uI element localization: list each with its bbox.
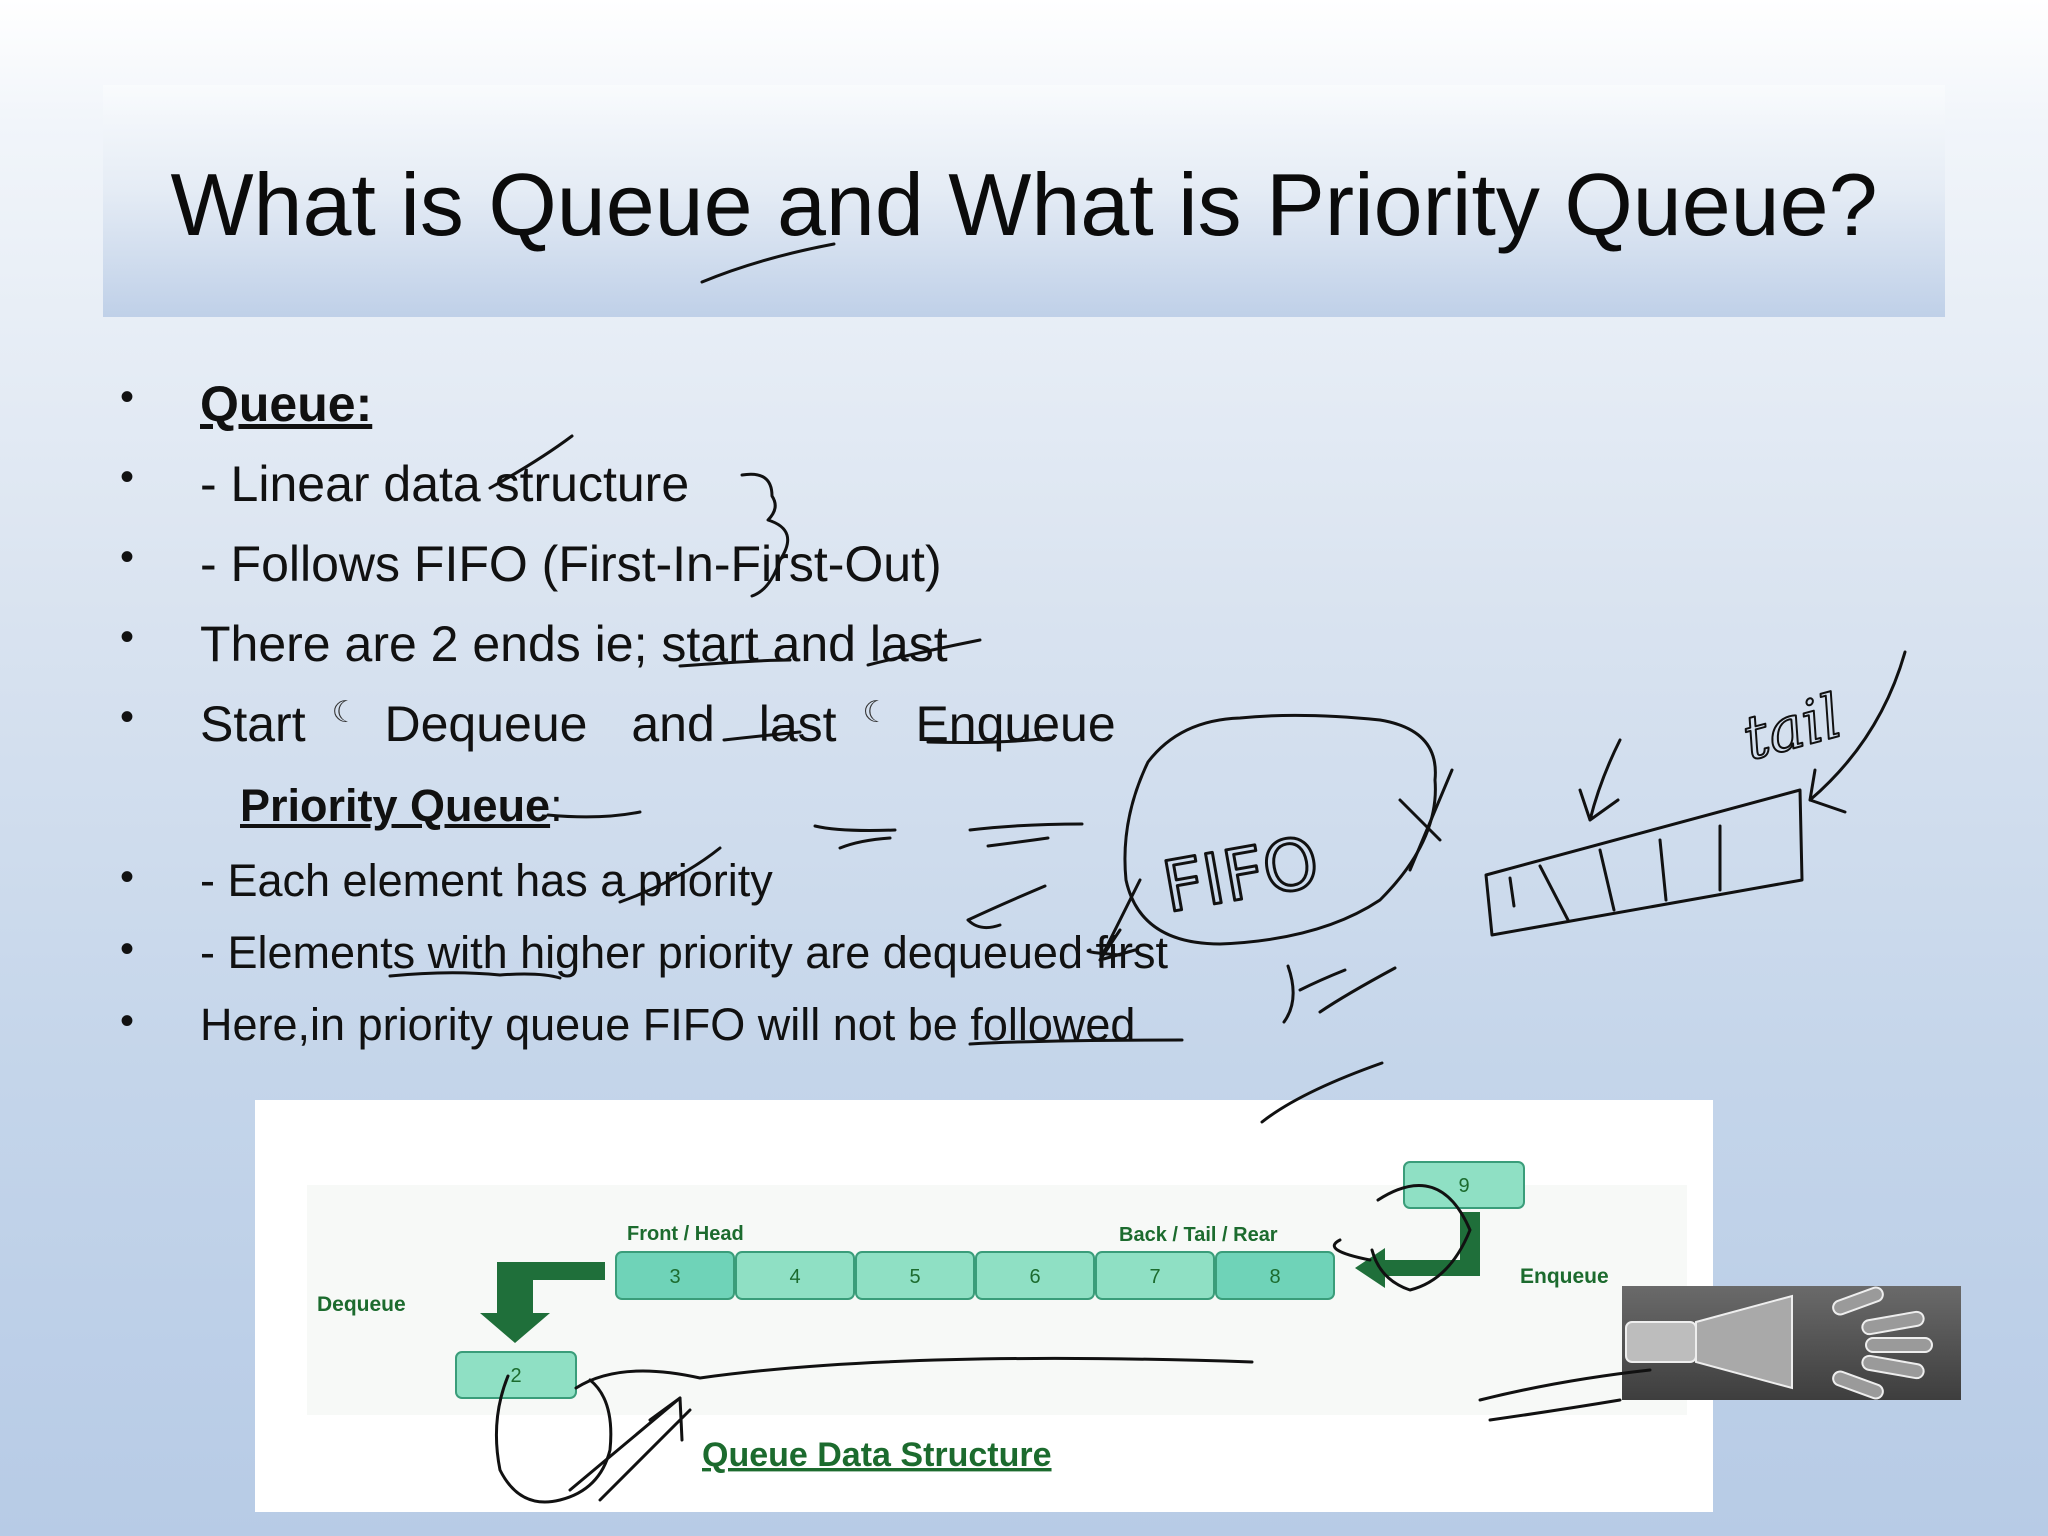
queue-cell-value: 5 (909, 1266, 920, 1288)
queue-cell-value: 6 (1029, 1266, 1040, 1288)
back-label: Back / Tail / Rear (1119, 1224, 1278, 1246)
ink-scribble (1282, 964, 1397, 1024)
ink-fifo-text: FIFO (1157, 821, 1325, 929)
priority-heading-text: Priority Queue (240, 780, 551, 831)
bullet-text: - Linear data structure (200, 456, 690, 512)
bullet-marker: • (120, 375, 135, 419)
bullet-marker: • (120, 615, 135, 659)
bullet-text: - Each element has a priority (200, 855, 773, 906)
queue-cell (735, 1251, 855, 1300)
speaker-icon[interactable] (1622, 1286, 1961, 1400)
queue-cell (1095, 1251, 1215, 1300)
queue-cell-value: 8 (1269, 1266, 1280, 1288)
queue-cell-value: 7 (1149, 1266, 1160, 1288)
ink-fifo-circle (1123, 713, 1437, 946)
bullet-text: There are 2 ends ie; start and last (200, 616, 948, 672)
priority-heading: Priority Queue: (240, 780, 563, 832)
bullet-text: Start ☾ Dequeue and last ☾ Enqueue (200, 695, 1116, 753)
queue-cell (855, 1251, 975, 1300)
enqueue-word: Enqueue (915, 696, 1116, 752)
last-word: last (758, 696, 837, 752)
bullet-marker: • (120, 927, 135, 971)
ink-arrow-tail (1808, 650, 1907, 814)
queue-cell (615, 1251, 735, 1300)
queue-diagram: Front / Head Back / Tail / Rear Dequeue … (307, 1161, 1687, 1474)
bullet-marker: • (120, 455, 135, 499)
queue-cell-value: 3 (669, 1266, 680, 1288)
dequeue-word: Dequeue (384, 696, 588, 752)
enqueue-label: Enqueue (1520, 1265, 1609, 1288)
queue-cell (975, 1251, 1095, 1300)
diagram-caption: Queue Data Structure (702, 1436, 1052, 1474)
ink-equals (813, 822, 1084, 850)
queue-cells: 3 4 5 6 7 8 (615, 1251, 1335, 1300)
queue-cell-value: 4 (789, 1266, 800, 1288)
incoming-cell-value: 9 (1458, 1175, 1469, 1197)
ink-x-mark (1398, 768, 1454, 872)
queue-diagram-image: Front / Head Back / Tail / Rear Dequeue … (255, 1100, 1713, 1512)
dequeue-label: Dequeue (317, 1293, 406, 1316)
moon-icon: ☾ (331, 696, 359, 729)
title-band: What is Queue and What is Priority Queue… (103, 85, 1945, 317)
slide-title: What is Queue and What is Priority Queue… (170, 155, 1878, 254)
moon-icon: ☾ (862, 696, 890, 729)
dequeue-arrow (480, 1262, 605, 1343)
ink-tick (966, 884, 1047, 930)
bullet-marker: • (120, 999, 135, 1043)
bullet-text: - Elements with higher priority are dequ… (200, 927, 1168, 978)
and-word: and (631, 696, 715, 752)
ink-arrow-head (1578, 738, 1622, 822)
ink-queue-boxes (1484, 788, 1804, 937)
bullet-marker: • (120, 695, 135, 739)
bullet-text: - Follows FIFO (First-In-First-Out) (200, 536, 942, 592)
bullet-marker: • (120, 855, 135, 899)
queue-heading: Queue: (200, 376, 373, 432)
ink-tail-text: tail (1736, 681, 1849, 774)
bullet-text: Here,in priority queue FIFO will not be … (200, 999, 1136, 1050)
priority-heading-colon: : (550, 780, 563, 831)
bullet-marker: • (120, 535, 135, 579)
speaker-icon-graphic (1625, 1286, 1933, 1400)
outgoing-cell-value: 2 (510, 1365, 521, 1387)
start-word: Start (200, 696, 306, 752)
front-label: Front / Head (627, 1223, 744, 1245)
